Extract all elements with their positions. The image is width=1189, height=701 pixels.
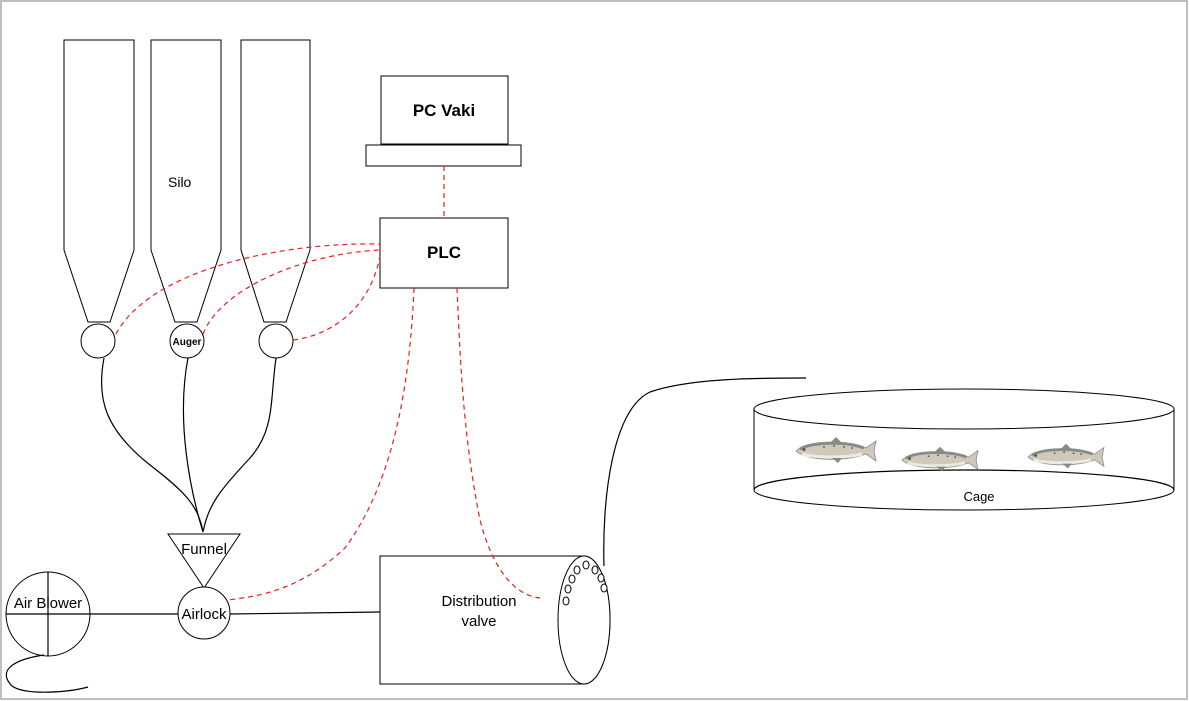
feed-pipe-left bbox=[100, 357, 204, 533]
blower-power-cable bbox=[5, 654, 89, 693]
pc-keyboard-base bbox=[365, 144, 522, 167]
feed-pipe-to-cage bbox=[603, 377, 807, 567]
silo-middle bbox=[150, 39, 222, 323]
cage-bottom-back bbox=[753, 469, 1175, 491]
signal-plc-auger-middle bbox=[202, 249, 381, 335]
airlock bbox=[177, 586, 231, 640]
plc-label: PLC bbox=[427, 243, 461, 262]
valve-label-line2: valve bbox=[461, 613, 496, 630]
air-pipe-airlock-valve bbox=[229, 611, 382, 615]
feed-pipe-middle bbox=[182, 357, 204, 533]
fish-cage: Cage bbox=[753, 388, 1175, 511]
pc-label: PC Vaki bbox=[413, 101, 475, 120]
auger-label: Auger bbox=[173, 337, 202, 348]
cage-label: Cage bbox=[963, 489, 994, 504]
signal-plc-airlock bbox=[227, 287, 415, 601]
fish-group bbox=[795, 437, 1105, 472]
silo-left bbox=[63, 39, 135, 323]
cage-rim bbox=[753, 388, 1175, 430]
distribution-valve: Distribution valve bbox=[379, 555, 611, 685]
feed-pipe-right bbox=[202, 357, 277, 533]
funnel-label: Funnel bbox=[181, 541, 227, 558]
auger-left bbox=[80, 323, 116, 359]
auger-middle bbox=[169, 323, 205, 359]
salmon-icon bbox=[901, 446, 979, 472]
air-blower-label: Air Blower bbox=[14, 595, 82, 612]
signal-plc-valve bbox=[456, 287, 541, 599]
auger-right bbox=[258, 323, 294, 359]
pc-monitor bbox=[380, 75, 509, 145]
silo-right bbox=[240, 39, 311, 323]
air-blower: Air Blower bbox=[5, 571, 91, 693]
funnel bbox=[167, 533, 241, 589]
valve-outlet-holes bbox=[562, 560, 608, 606]
plc-box: PLC bbox=[379, 217, 509, 289]
salmon-icon bbox=[795, 437, 877, 463]
signal-plc-auger-left bbox=[115, 243, 381, 335]
pc-vaki: PC Vaki bbox=[365, 75, 522, 167]
salmon-icon bbox=[1027, 443, 1105, 469]
airlock-label: Airlock bbox=[181, 606, 227, 623]
control-signal-lines bbox=[115, 166, 541, 601]
silo-label: Silo bbox=[168, 174, 192, 190]
valve-label-line1: Distribution bbox=[441, 593, 516, 610]
signal-plc-auger-right bbox=[292, 255, 381, 341]
